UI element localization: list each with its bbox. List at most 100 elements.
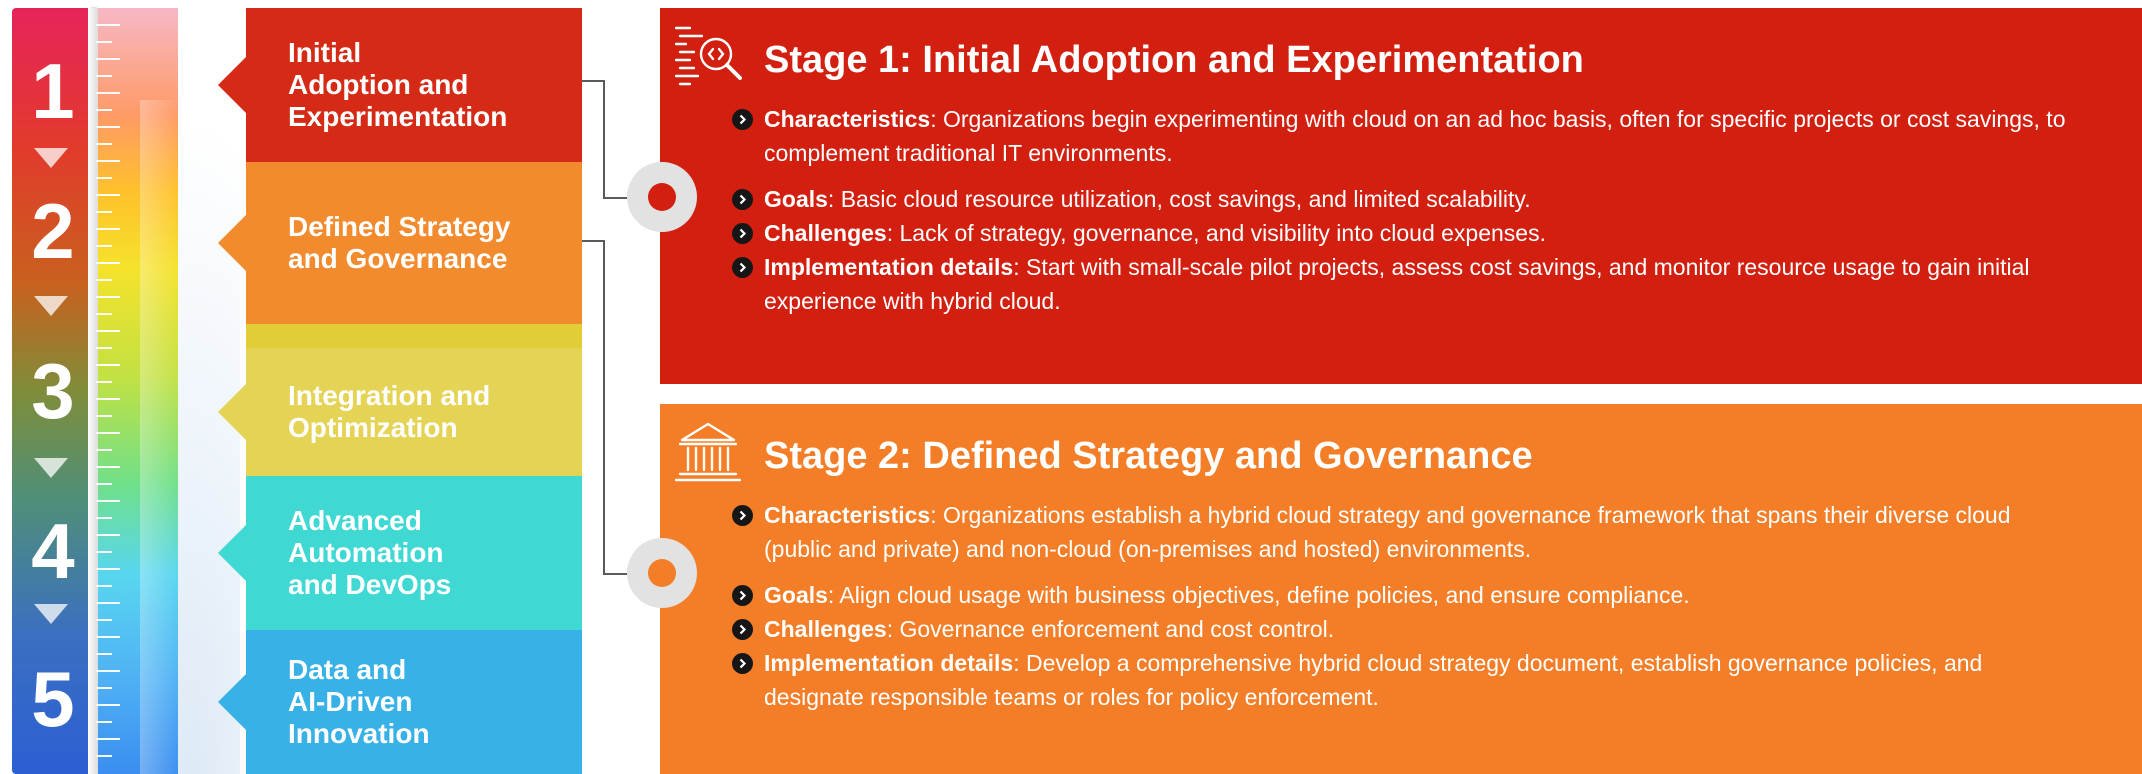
gauge-tick xyxy=(96,364,120,366)
list-item: Implementation details: Start with small… xyxy=(732,250,2072,318)
stage-list: Initial Adoption and Experimentation Def… xyxy=(218,8,582,774)
gauge-tick xyxy=(96,245,112,247)
gauge-tick xyxy=(96,619,112,621)
item-text: : Develop a comprehensive hybrid cloud s… xyxy=(764,650,1983,710)
gauge-number-4: 4 xyxy=(31,507,75,595)
list-item: Characteristics: Organizations establish… xyxy=(732,498,2072,566)
list-item: Characteristics: Organizations begin exp… xyxy=(732,102,2072,170)
gauge-tick xyxy=(96,449,112,451)
gauge-tick xyxy=(96,126,120,128)
gauge-tick xyxy=(96,398,120,400)
stage-item-3[interactable]: Integration and Optimization xyxy=(218,348,582,476)
gauge-tick xyxy=(96,75,112,77)
gauge-tick xyxy=(96,177,112,179)
chevron-right-icon xyxy=(732,257,753,278)
item-text: : Start with small-scale pilot projects,… xyxy=(764,254,2030,314)
item-text: : Organizations begin experimenting with… xyxy=(764,106,2066,166)
stage-1-details: Characteristics: Organizations begin exp… xyxy=(732,102,2072,318)
item-text: : Organizations establish a hybrid cloud… xyxy=(764,502,2011,562)
item-text: : Align cloud usage with business object… xyxy=(827,582,1690,608)
gauge-tick xyxy=(96,466,120,468)
gauge-number-2: 2 xyxy=(31,187,75,275)
gauge-tick xyxy=(96,109,112,111)
gauge-tick xyxy=(96,483,112,485)
stage-label-4: Advanced Automation and DevOps xyxy=(288,505,452,600)
code-search-icon xyxy=(674,26,742,86)
stage-1-node-dot xyxy=(648,183,676,211)
chevron-right-icon xyxy=(732,585,753,606)
gauge-tick xyxy=(96,262,120,264)
item-text: : Lack of strategy, governance, and visi… xyxy=(886,220,1546,246)
gauge-tick xyxy=(96,279,112,281)
gauge-tick xyxy=(96,670,120,672)
stage-2-panel: Stage 2: Defined Strategy and Governance… xyxy=(660,404,2142,774)
item-label: Characteristics xyxy=(764,502,931,528)
gauge-tick xyxy=(96,415,112,417)
chevron-right-icon xyxy=(732,505,753,526)
gauge-tick xyxy=(96,568,120,570)
gauge-tick xyxy=(96,24,120,26)
gauge-tick xyxy=(96,92,120,94)
gauge-tick xyxy=(96,41,112,43)
gauge-tick xyxy=(96,432,120,434)
gauge-tick xyxy=(96,704,120,706)
connector-line-1 xyxy=(603,80,605,198)
stage-label-2: Defined Strategy and Governance xyxy=(288,211,511,274)
gauge-color-tube xyxy=(96,8,178,774)
list-item: Challenges: Governance enforcement and c… xyxy=(732,612,2072,646)
gauge-tick xyxy=(96,602,120,604)
stage-item-4[interactable]: Advanced Automation and DevOps xyxy=(218,476,582,630)
stage-2-node-dot xyxy=(648,559,676,587)
stage-2-connector-node xyxy=(627,538,697,608)
gauge-tube-highlight xyxy=(140,100,180,774)
stage-item-2[interactable]: Defined Strategy and Governance xyxy=(218,162,582,324)
list-item: Challenges: Lack of strategy, governance… xyxy=(732,216,2072,250)
gauge-tick xyxy=(96,551,112,553)
gauge-arrow-down-icon xyxy=(34,148,68,168)
list-item: Goals: Basic cloud resource utilization,… xyxy=(732,182,2072,216)
connector-line-2 xyxy=(603,240,605,574)
gauge-glass-edge xyxy=(88,8,98,774)
gauge-tick xyxy=(96,687,112,689)
stage-label-3: Integration and Optimization xyxy=(288,380,491,443)
stage-1-connector-node xyxy=(627,162,697,232)
item-text: : Governance enforcement and cost contro… xyxy=(886,616,1335,642)
stage-label-5: Data and AI-Driven Innovation xyxy=(288,654,430,749)
gauge-tick xyxy=(96,636,120,638)
gauge-tick xyxy=(96,160,120,162)
stage-2-details: Characteristics: Organizations establish… xyxy=(732,498,2072,714)
item-label: Goals xyxy=(764,582,828,608)
stage-1-panel: Stage 1: Initial Adoption and Experiment… xyxy=(660,8,2142,384)
item-label: Goals xyxy=(764,186,828,212)
stage-1-title: Stage 1: Initial Adoption and Experiment… xyxy=(764,39,1584,81)
gauge-arrow-down-icon xyxy=(34,604,68,624)
stage-item-5[interactable]: Data and AI-Driven Innovation xyxy=(218,630,582,774)
gauge-tick xyxy=(96,755,112,757)
gauge-tick xyxy=(96,381,112,383)
gauge-tick xyxy=(96,585,112,587)
gauge-number-3: 3 xyxy=(31,347,75,435)
chevron-right-icon xyxy=(732,619,753,640)
gauge-tick xyxy=(96,296,120,298)
stage-item-1[interactable]: Initial Adoption and Experimentation xyxy=(218,8,582,162)
connector-line-2 xyxy=(603,573,627,575)
gauge-arrow-down-icon xyxy=(34,296,68,316)
gauge-tick xyxy=(96,211,112,213)
gauge-tick xyxy=(96,313,112,315)
connector-line-1 xyxy=(603,197,627,199)
chevron-right-icon xyxy=(732,653,753,674)
connector-line-2 xyxy=(582,240,604,242)
stage-2-title: Stage 2: Defined Strategy and Governance xyxy=(764,435,1533,477)
list-item: Goals: Align cloud usage with business o… xyxy=(732,578,2072,612)
gauge-tick xyxy=(96,534,120,536)
chevron-right-icon xyxy=(732,189,753,210)
gauge-tick xyxy=(96,330,120,332)
gauge-tick xyxy=(96,738,120,740)
item-label: Implementation details xyxy=(764,254,1014,280)
chevron-right-icon xyxy=(732,109,753,130)
gauge-tick xyxy=(96,347,112,349)
stage-divider-band xyxy=(246,324,582,348)
connector-line-1 xyxy=(582,80,604,82)
gauge-tick xyxy=(96,500,120,502)
gauge-tick xyxy=(96,517,112,519)
